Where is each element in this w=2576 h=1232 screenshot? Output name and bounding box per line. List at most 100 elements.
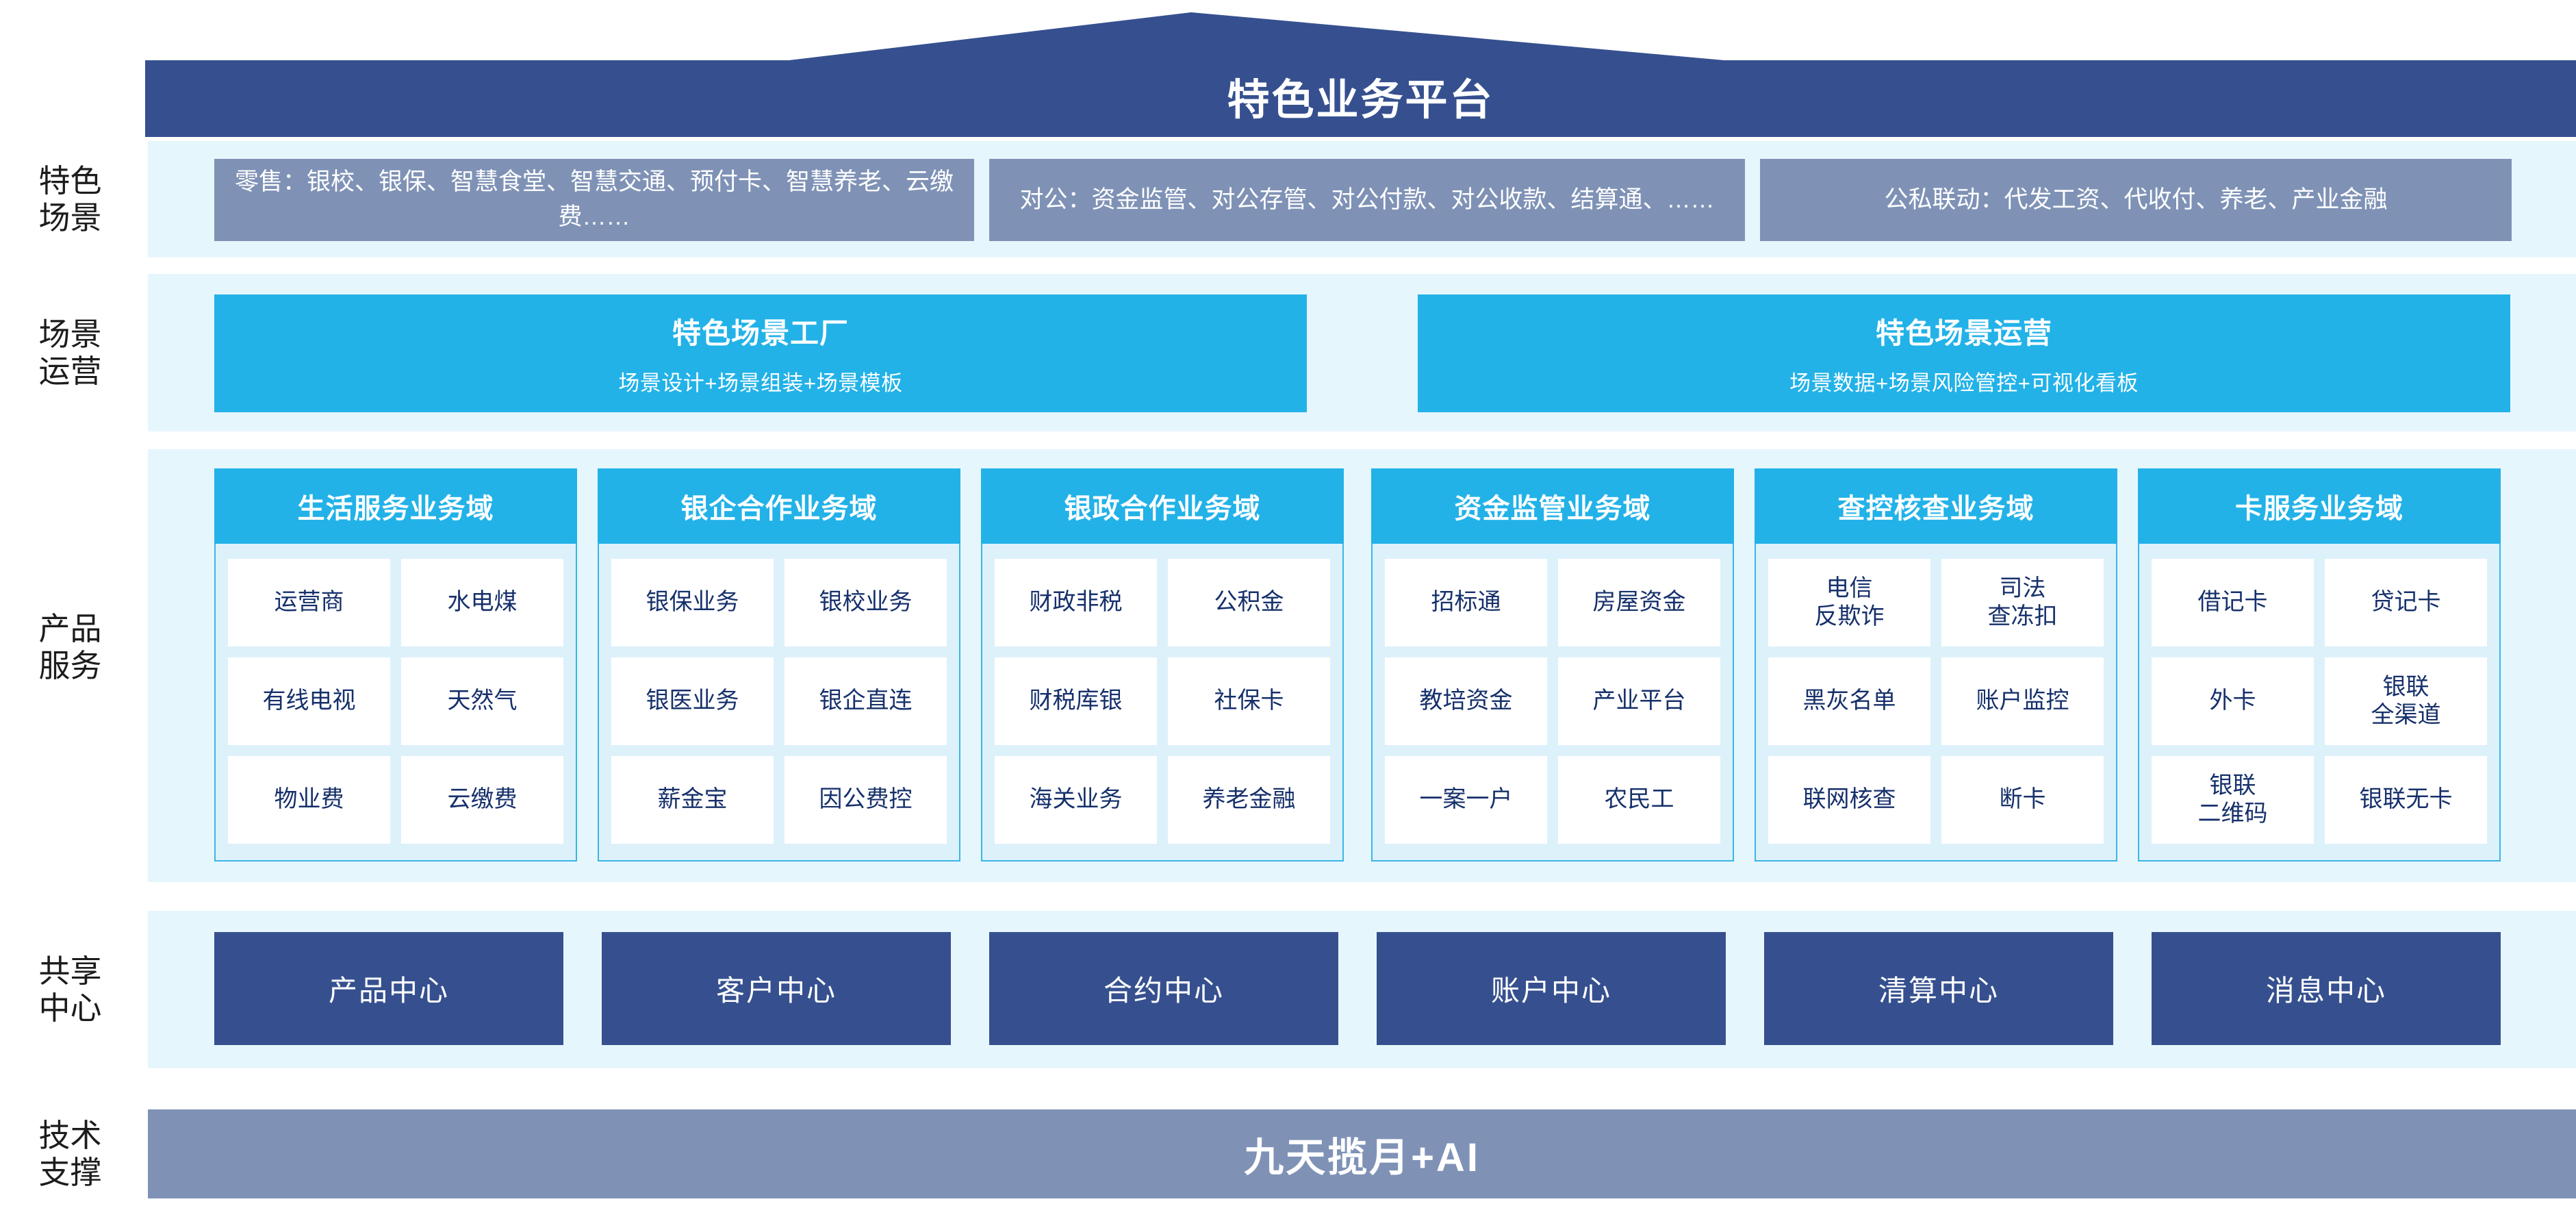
roof-band <box>145 60 2576 137</box>
domain-cell[interactable]: 水电煤 <box>401 559 563 646</box>
domain-cell[interactable]: 银企直连 <box>785 657 947 745</box>
domain-title-life-services: 生活服务业务域 <box>214 468 577 544</box>
shared-center-product[interactable]: 产品中心 <box>214 932 563 1045</box>
domain-cell[interactable]: 账户监控 <box>1941 657 2104 745</box>
domain-column-investigation[interactable]: 查控核查业务域 电信 反欺诈 司法 查冻扣 黑灰名单 账户监控 联网核查 断卡 <box>1755 468 2117 862</box>
shared-center-customer[interactable]: 客户中心 <box>602 932 951 1045</box>
rail-label-shared-centers-line1: 共享 <box>38 953 102 989</box>
domain-column-bank-enterprise[interactable]: 银企合作业务域 银保业务 银校业务 银医业务 银企直连 薪金宝 因公费控 <box>598 468 960 862</box>
domain-cell[interactable]: 银联 二维码 <box>2152 756 2314 844</box>
domain-cell[interactable]: 公积金 <box>1168 559 1330 646</box>
rail-label-shared-centers-line2: 中心 <box>38 990 102 1026</box>
domain-cell[interactable]: 一案一户 <box>1385 756 1547 844</box>
rail-label-shared-centers: 共享 中心 <box>0 911 140 1068</box>
scene-ops-factory-subtitle: 场景设计+场景组装+场景模板 <box>618 371 903 395</box>
domain-column-fund-supervision[interactable]: 资金监管业务域 招标通 房屋资金 教培资金 产业平台 一案一户 农民工 <box>1371 468 1734 862</box>
domain-row: 招标通 房屋资金 <box>1385 559 1720 646</box>
domain-row: 联网核查 断卡 <box>1768 756 2104 844</box>
domain-column-life-services[interactable]: 生活服务业务域 运营商 水电煤 有线电视 天然气 物业费 云缴费 <box>214 468 577 862</box>
domain-column-bank-government[interactable]: 银政合作业务域 财政非税 公积金 财税库银 社保卡 海关业务 养老金融 <box>981 468 1344 862</box>
rail-label-scenes-line1: 特色 <box>38 162 102 199</box>
domain-cell[interactable]: 银校业务 <box>785 559 947 646</box>
shared-center-message[interactable]: 消息中心 <box>2152 932 2501 1045</box>
scene-ops-operation-title: 特色场景运营 <box>1875 317 2052 349</box>
domain-body-bank-government: 财政非税 公积金 财税库银 社保卡 海关业务 养老金融 <box>981 544 1344 862</box>
domain-cell[interactable]: 云缴费 <box>401 756 563 844</box>
domain-cell[interactable]: 银医业务 <box>611 657 774 745</box>
domain-row: 黑灰名单 账户监控 <box>1768 657 2104 745</box>
domain-cell[interactable]: 断卡 <box>1941 756 2104 844</box>
scene-ops-factory-title: 特色场景工厂 <box>672 317 849 349</box>
domain-cell[interactable]: 联网核查 <box>1768 756 1930 844</box>
domain-row: 外卡 银联 全渠道 <box>2152 657 2487 745</box>
domain-body-life-services: 运营商 水电煤 有线电视 天然气 物业费 云缴费 <box>214 544 577 862</box>
domain-row: 借记卡 贷记卡 <box>2152 559 2487 646</box>
domain-cell[interactable]: 物业费 <box>228 756 390 844</box>
domain-cell[interactable]: 司法 查冻扣 <box>1941 559 2104 646</box>
domain-row: 电信 反欺诈 司法 查冻扣 <box>1768 559 2104 646</box>
platform-roof: 特色业务平台 <box>0 0 2576 137</box>
domain-row: 财政非税 公积金 <box>995 559 1330 646</box>
domain-cell[interactable]: 海关业务 <box>995 756 1157 844</box>
scene-box-retail[interactable]: 零售：银校、银保、智慧食堂、智慧交通、预付卡、智慧养老、云缴费…… <box>214 159 974 241</box>
domain-row: 物业费 云缴费 <box>228 756 563 844</box>
tech-support-bar[interactable]: 九天揽月+AI <box>148 1109 2576 1198</box>
domain-cell[interactable]: 教培资金 <box>1385 657 1547 745</box>
domain-row: 银保业务 银校业务 <box>611 559 947 646</box>
domain-cell[interactable]: 银保业务 <box>611 559 774 646</box>
rail-label-scenes-line2: 场景 <box>38 200 102 236</box>
domain-row: 有线电视 天然气 <box>228 657 563 745</box>
domain-cell[interactable]: 天然气 <box>401 657 563 745</box>
domain-cell[interactable]: 财政非税 <box>995 559 1157 646</box>
domain-cell[interactable]: 外卡 <box>2152 657 2314 745</box>
domain-cell[interactable]: 银联无卡 <box>2325 756 2487 844</box>
rail-label-scenes: 特色 场景 <box>0 141 140 257</box>
domain-row: 海关业务 养老金融 <box>995 756 1330 844</box>
domain-cell[interactable]: 借记卡 <box>2152 559 2314 646</box>
shared-center-account[interactable]: 账户中心 <box>1377 932 1726 1045</box>
domain-cell[interactable]: 社保卡 <box>1168 657 1330 745</box>
domain-body-fund-supervision: 招标通 房屋资金 教培资金 产业平台 一案一户 农民工 <box>1371 544 1734 862</box>
rail-label-scene-ops-line1: 场景 <box>38 316 102 352</box>
domain-row: 财税库银 社保卡 <box>995 657 1330 745</box>
scene-box-corporate[interactable]: 对公：资金监管、对公存管、对公付款、对公收款、结算通、…… <box>989 159 1745 241</box>
domain-cell[interactable]: 黑灰名单 <box>1768 657 1930 745</box>
scene-box-public-private[interactable]: 公私联动：代发工资、代收付、养老、产业金融 <box>1760 159 2512 241</box>
rail-label-products-line1: 产品 <box>38 610 102 646</box>
domain-column-card-services[interactable]: 卡服务业务域 借记卡 贷记卡 外卡 银联 全渠道 银联 二维码 银联无卡 <box>2138 468 2501 862</box>
shared-centers-panel: 产品中心 客户中心 合约中心 账户中心 清算中心 消息中心 <box>148 911 2576 1068</box>
domain-row: 教培资金 产业平台 <box>1385 657 1720 745</box>
domain-row: 银联 二维码 银联无卡 <box>2152 756 2487 844</box>
domain-title-card-services: 卡服务业务域 <box>2138 468 2501 544</box>
scene-ops-box-factory[interactable]: 特色场景工厂 场景设计+场景组装+场景模板 <box>214 294 1307 412</box>
domain-cell[interactable]: 产业平台 <box>1558 657 1720 745</box>
domain-cell[interactable]: 房屋资金 <box>1558 559 1720 646</box>
rail-label-products: 产品 服务 <box>0 589 140 705</box>
scene-ops-box-operation[interactable]: 特色场景运营 场景数据+场景风险管控+可视化看板 <box>1418 294 2510 412</box>
domain-cell[interactable]: 有线电视 <box>228 657 390 745</box>
domain-cell[interactable]: 财税库银 <box>995 657 1157 745</box>
scene-ops-operation-subtitle: 场景数据+场景风险管控+可视化看板 <box>1789 371 2139 395</box>
rail-label-scene-ops: 场景 运营 <box>0 274 140 431</box>
domain-cell[interactable]: 运营商 <box>228 559 390 646</box>
domain-title-fund-supervision: 资金监管业务域 <box>1371 468 1734 544</box>
domain-row: 银医业务 银企直连 <box>611 657 947 745</box>
domain-cell[interactable]: 招标通 <box>1385 559 1547 646</box>
domain-cell[interactable]: 农民工 <box>1558 756 1720 844</box>
domain-cell[interactable]: 因公费控 <box>785 756 947 844</box>
rail-label-products-line2: 服务 <box>38 648 102 683</box>
domain-cell[interactable]: 薪金宝 <box>611 756 774 844</box>
domain-body-bank-enterprise: 银保业务 银校业务 银医业务 银企直连 薪金宝 因公费控 <box>598 544 960 862</box>
scenes-panel: 零售：银校、银保、智慧食堂、智慧交通、预付卡、智慧养老、云缴费…… 对公：资金监… <box>148 141 2576 257</box>
rail-label-tech-support: 技术 支撑 <box>0 1103 140 1205</box>
domain-cell[interactable]: 电信 反欺诈 <box>1768 559 1930 646</box>
scene-ops-panel: 特色场景工厂 场景设计+场景组装+场景模板 特色场景运营 场景数据+场景风险管控… <box>148 274 2576 431</box>
domain-cell[interactable]: 贷记卡 <box>2325 559 2487 646</box>
shared-center-clearing[interactable]: 清算中心 <box>1764 932 2113 1045</box>
domain-cell[interactable]: 银联 全渠道 <box>2325 657 2487 745</box>
domain-body-card-services: 借记卡 贷记卡 外卡 银联 全渠道 银联 二维码 银联无卡 <box>2138 544 2501 862</box>
rail-label-tech-support-line2: 支撑 <box>38 1155 102 1190</box>
domain-cell[interactable]: 养老金融 <box>1168 756 1330 844</box>
domain-title-bank-enterprise: 银企合作业务域 <box>598 468 960 544</box>
shared-center-contract[interactable]: 合约中心 <box>989 932 1338 1045</box>
